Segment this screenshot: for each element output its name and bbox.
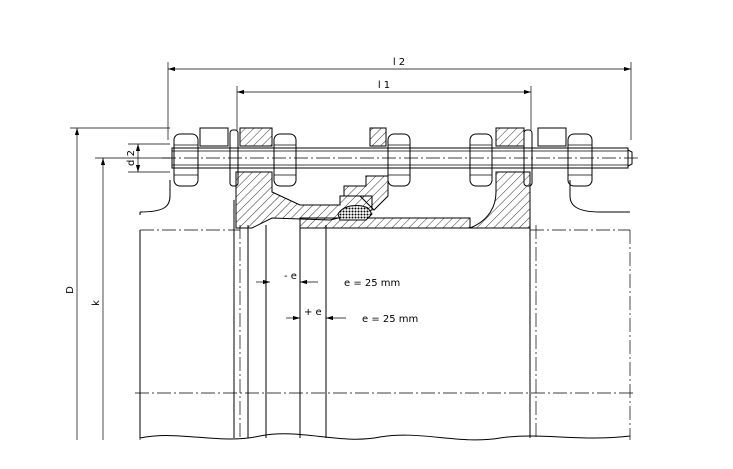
coupling-body bbox=[235, 127, 531, 229]
nut-5 bbox=[567, 133, 593, 187]
nut-2 bbox=[273, 133, 297, 187]
minus-e-value: e = 25 mm bbox=[344, 278, 400, 289]
pipe-right bbox=[530, 180, 631, 440]
nut-3 bbox=[387, 133, 411, 187]
nut-1 bbox=[173, 133, 199, 187]
D-label: D bbox=[65, 286, 76, 294]
l1-label: l 1 bbox=[378, 80, 390, 91]
dimension-l1: l 1 bbox=[236, 80, 532, 130]
dimension-l2: l 2 bbox=[167, 57, 632, 140]
dimension-k: k bbox=[91, 157, 170, 440]
plus-e-value: e = 25 mm bbox=[362, 314, 418, 325]
dimension-D: D bbox=[65, 127, 170, 440]
minus-e-label: - e bbox=[284, 271, 297, 282]
break-line bbox=[139, 433, 631, 441]
dimension-d2: d 2 bbox=[126, 143, 170, 173]
nut-4 bbox=[469, 133, 493, 187]
tolerance-minus: - e e = 25 mm bbox=[256, 271, 400, 289]
l2-label: l 2 bbox=[393, 57, 405, 68]
k-label: k bbox=[91, 300, 102, 306]
washer-1 bbox=[199, 127, 239, 187]
bolt bbox=[162, 147, 640, 169]
pipe-left bbox=[135, 180, 635, 440]
washer-2 bbox=[523, 127, 567, 187]
d2-label: d 2 bbox=[126, 150, 137, 166]
plus-e-label: + e bbox=[304, 307, 322, 318]
pipe-walls bbox=[233, 200, 537, 438]
tolerance-plus: + e e = 25 mm bbox=[286, 307, 418, 325]
